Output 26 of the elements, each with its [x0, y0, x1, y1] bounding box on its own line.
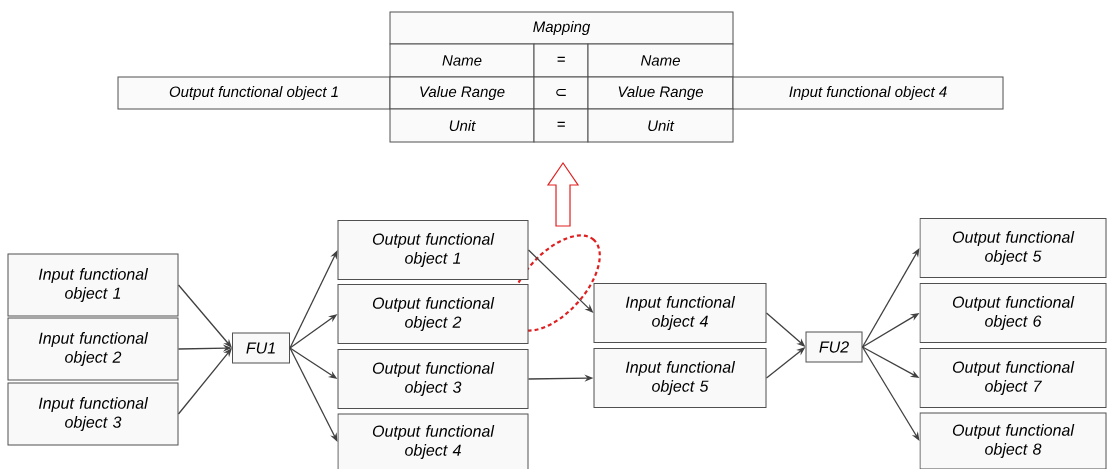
object-box: Input functional object 2	[7, 317, 179, 381]
table-cell: =	[533, 43, 589, 78]
object-box: Output functional object 7	[919, 348, 1107, 408]
object-box: Input functional object 5	[593, 348, 767, 408]
arrow	[289, 250, 338, 349]
object-box: Output functional object 1	[337, 220, 529, 280]
object-box: Input functional object 1	[7, 253, 179, 317]
unit-box: FU2	[805, 331, 863, 363]
table-cell: ⊂	[533, 76, 589, 110]
table-cell: Input functional object 4	[732, 76, 1004, 110]
arrow	[177, 348, 232, 415]
object-box: Output functional object 2	[337, 284, 529, 344]
object-box: Output functional object 8	[919, 412, 1107, 469]
arrow	[289, 347, 338, 442]
unit-box: FU1	[232, 332, 290, 364]
arrow	[861, 248, 920, 348]
object-box: Output functional object 5	[919, 218, 1107, 278]
table-cell: Output functional object 1	[117, 76, 391, 110]
table-cell: =	[533, 108, 589, 143]
object-box: Output functional object 4	[337, 413, 529, 469]
object-box: Output functional object 6	[919, 283, 1107, 343]
arrow	[861, 346, 920, 441]
object-box: Input functional object 4	[593, 283, 767, 343]
object-box: Input functional object 3	[7, 382, 179, 446]
arrow	[177, 284, 232, 348]
object-box: Output functional object 3	[337, 349, 529, 409]
